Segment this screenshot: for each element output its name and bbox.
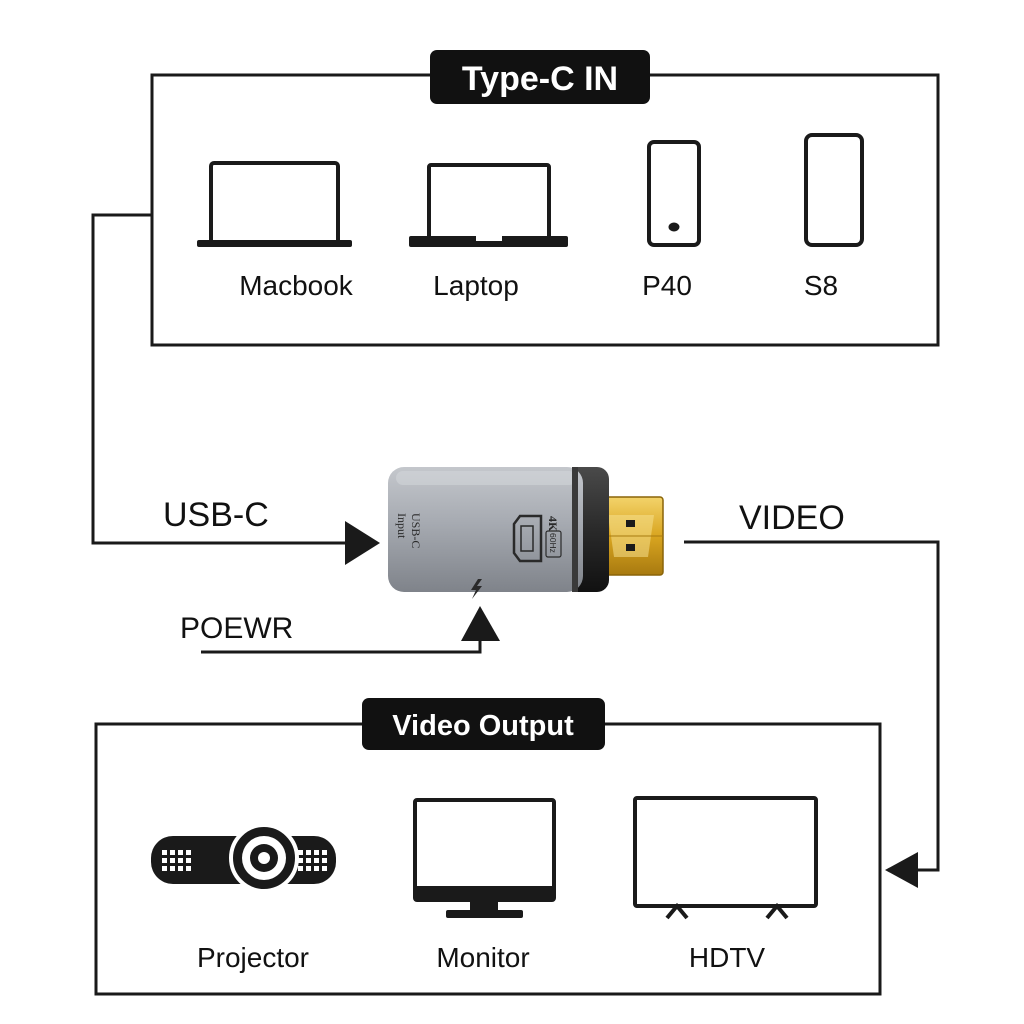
power-bolt-icon	[471, 579, 482, 599]
adapter-port-label-line1: USB-C	[409, 513, 423, 548]
video-label: VIDEO	[739, 499, 845, 537]
power-label: POEWR	[180, 612, 293, 645]
laptop-device: Laptop	[409, 163, 568, 301]
output-panel-title-badge: Video Output	[362, 698, 605, 750]
output-panel: Video Output Projector	[94, 698, 882, 996]
device-label-projector: Projector	[197, 942, 309, 973]
device-label-p40: P40	[642, 270, 692, 301]
power-connection: POEWR	[180, 606, 500, 654]
device-label-monitor: Monitor	[436, 942, 529, 973]
projector-icon	[151, 823, 336, 893]
device-label-s8: S8	[804, 270, 838, 301]
monitor-icon	[413, 798, 556, 918]
monitor-device: Monitor	[413, 798, 556, 973]
usb-c-label: USB-C	[163, 496, 269, 534]
p40-device: P40	[642, 140, 701, 301]
projector-device: Projector	[151, 823, 336, 973]
usb-c-to-hdmi-adapter: USB-C Input 4K 60Hz	[388, 467, 664, 599]
output-panel-title: Video Output	[392, 710, 574, 742]
s8-device: S8	[804, 133, 864, 301]
macbook-device: Macbook	[197, 161, 354, 301]
hdmi-plug	[597, 496, 664, 576]
usb-c-connection: USB-C	[91, 213, 380, 565]
laptop-icon	[409, 163, 568, 247]
adapter-badge-line2: 60Hz	[548, 533, 558, 553]
hdmi-port-icon	[512, 514, 543, 563]
input-panel-title-badge: Type-C IN	[430, 50, 650, 104]
adapter-port-label-line2: Input	[395, 513, 409, 539]
phone-icon	[804, 133, 864, 247]
device-label-laptop: Laptop	[433, 270, 519, 301]
adapter-badge-line1: 4K	[546, 516, 560, 532]
arrow-right-icon	[345, 521, 380, 565]
video-connection: VIDEO	[684, 499, 940, 888]
tv-icon	[633, 796, 818, 920]
phone-icon	[647, 140, 701, 247]
arrow-up-icon	[461, 606, 500, 641]
laptop-icon	[197, 161, 352, 247]
input-panel-title: Type-C IN	[462, 60, 618, 98]
device-label-macbook: Macbook	[239, 270, 354, 301]
device-label-hdtv: HDTV	[689, 942, 766, 973]
hdtv-device: HDTV	[633, 796, 818, 973]
arrow-left-icon	[885, 852, 918, 888]
input-panel: Type-C IN Macbook Laptop P40	[150, 50, 940, 347]
